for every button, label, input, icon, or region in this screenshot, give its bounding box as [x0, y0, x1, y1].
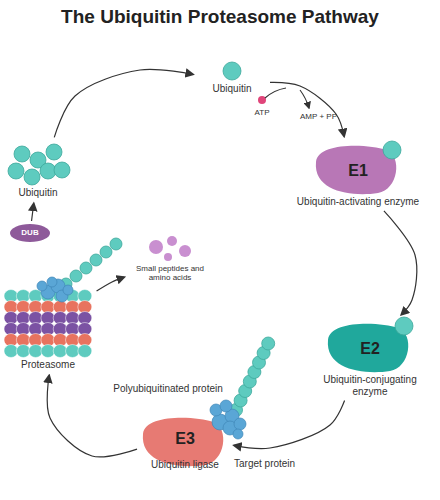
proteasome-subunit — [4, 345, 18, 358]
atp-line — [265, 88, 286, 98]
ubiquitin-ball — [90, 254, 102, 266]
node-7: E3Ubiquitin ligase — [140, 412, 230, 472]
annotation-label: Target protein — [234, 458, 295, 469]
cycle-arrow — [384, 211, 417, 315]
peptide — [164, 253, 172, 261]
peptide — [179, 245, 191, 257]
enzyme-name: E1 — [348, 162, 368, 180]
proteasome-subunit — [16, 345, 30, 358]
node-shape: E3 — [140, 412, 230, 458]
ubiquitin-ball — [14, 146, 30, 162]
ubiquitin-ball — [395, 317, 413, 335]
ubiquitin-ball — [223, 62, 241, 80]
protein-part — [63, 285, 73, 295]
node-6: E2Ubiquitin-conjugating enzyme — [305, 318, 435, 398]
protein-part — [234, 418, 246, 430]
enzyme-shape — [143, 418, 223, 466]
node-shape: DUB — [8, 224, 52, 242]
node-label: Ubiquitin ligase — [140, 458, 230, 472]
ubiquitin-ball — [262, 337, 275, 350]
node-shape — [197, 60, 267, 82]
protein-part — [37, 281, 47, 291]
node-outline — [197, 60, 267, 82]
node-label: Small peptides and amino acids — [128, 263, 212, 283]
node-shape — [128, 235, 212, 263]
node-outline — [2, 268, 94, 358]
enzyme-name: E3 — [175, 430, 195, 448]
title: The Ubiquitin Proteasome Pathway — [0, 6, 440, 28]
cycle-arrow — [270, 82, 344, 136]
node-label: Ubiquitin — [2, 186, 74, 200]
annotation-label: Polyubiquitinated protein — [113, 383, 223, 394]
node-label: Proteasome — [2, 358, 94, 372]
ubiquitin-ball — [40, 163, 56, 179]
proteasome-subunit — [29, 345, 43, 358]
annotation-label: ATP — [255, 108, 270, 117]
node-shape — [2, 268, 94, 358]
enzyme-name: DUB — [21, 228, 38, 237]
dub-shape — [10, 224, 50, 242]
node-label: Ubiquitin — [197, 82, 267, 96]
proteasome-subunit — [66, 345, 80, 358]
node-shape — [2, 140, 74, 186]
ubiquitin-ball — [54, 162, 70, 178]
peptide — [149, 240, 163, 254]
ubiquitin-ball — [110, 238, 122, 250]
protein-part — [47, 277, 57, 287]
ubiquitin-ball — [383, 141, 401, 159]
node-outline — [2, 140, 74, 186]
node-2: Ubiquitin — [2, 140, 74, 200]
node-shape: E1 — [293, 140, 423, 195]
node-shape: E2 — [305, 318, 435, 373]
ubiquitin-ball — [24, 169, 40, 185]
ubiquitin-ball — [100, 246, 112, 258]
ubiquitin-ball — [80, 262, 92, 274]
ubiquitin-ball — [70, 270, 82, 282]
ubiquitin-ball — [46, 144, 62, 160]
proteasome-subunit — [41, 345, 55, 358]
cycle-arrow — [32, 203, 34, 221]
node-label: Ubiquitin-conjugating enzyme — [305, 373, 435, 398]
node-0: Ubiquitin — [197, 60, 267, 96]
node-label: Ubiquitin-activating enzyme — [293, 195, 423, 209]
protein-part — [220, 400, 232, 412]
proteasome-subunit — [53, 345, 67, 358]
node-outline — [128, 235, 212, 263]
annotation-label: AMP + PP — [300, 112, 337, 121]
cycle-arrow — [54, 69, 193, 137]
atp-dot — [258, 96, 266, 104]
peptide — [167, 236, 177, 246]
node-1: E1Ubiquitin-activating enzyme — [293, 140, 423, 209]
ubiquitin-ball — [8, 163, 24, 179]
amp-line — [300, 90, 309, 108]
node-5: Proteasome — [2, 268, 94, 372]
node-4: Small peptides and amino acids — [128, 235, 212, 283]
node-3: DUB — [8, 224, 52, 242]
cycle-arrow — [97, 277, 125, 291]
cycle-arrow — [234, 401, 345, 449]
enzyme-name: E2 — [360, 340, 380, 358]
protein-part — [233, 429, 243, 439]
proteasome-subunit — [78, 345, 92, 358]
